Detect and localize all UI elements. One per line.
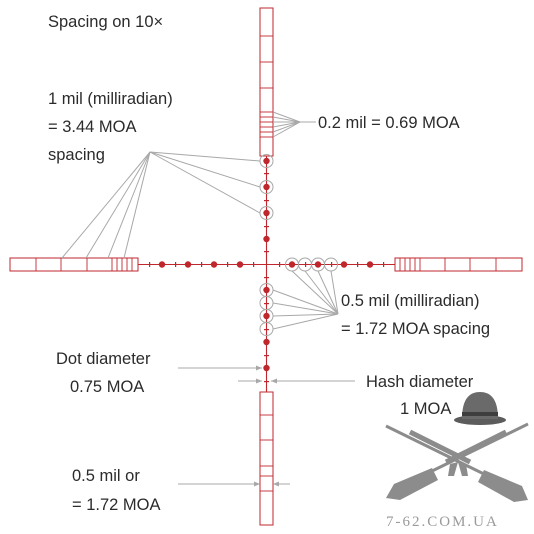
leader-lines (61, 111, 355, 485)
mil-dots-bottom (263, 277, 270, 383)
top-post-ticks (260, 35, 273, 138)
dot-diameter-line-1: Dot diameter (56, 350, 151, 368)
mil-dots-right (279, 261, 385, 268)
watermark-logo: 7-62.COM.UA (385, 392, 529, 530)
dot-diameter-label: Dot diameter 0.75 MOA (56, 350, 151, 396)
half-mil-line-1: 0.5 mil (milliradian) (341, 292, 479, 310)
hash-diameter-line-1: Hash diameter (366, 373, 474, 391)
hat-icon (454, 392, 506, 425)
post-width-line-1: 0.5 mil or (72, 467, 140, 485)
arrow-heads (254, 365, 279, 487)
crosshair-lines (138, 156, 395, 392)
mil-dots-left (149, 261, 255, 268)
mil-spacing-label: 1 mil (milliradian) = 3.44 MOA spacing (48, 90, 173, 164)
highlight-circles (259, 154, 338, 336)
watermark-text: 7-62.COM.UA (386, 514, 499, 530)
mil-dots-top (263, 157, 270, 253)
crossed-rifles-icon (385, 422, 529, 502)
post-width-label: 0.5 mil or = 1.72 MOA (72, 467, 161, 514)
hash-diameter-line-2: 1 MOA (400, 400, 451, 418)
hash-diameter-label: Hash diameter 1 MOA (366, 373, 474, 418)
bottom-post-ticks (260, 414, 273, 492)
post-width-line-2: = 1.72 MOA (72, 496, 161, 514)
right-post-ticks (399, 258, 497, 271)
mil-spacing-line-3: spacing (48, 146, 105, 164)
top-post (259, 7, 274, 157)
mil-spacing-line-1: 1 mil (milliradian) (48, 90, 173, 108)
bottom-post (259, 391, 274, 526)
left-post (9, 257, 139, 272)
dot-diameter-line-2: 0.75 MOA (70, 378, 144, 396)
magnification-label: Spacing on 10× (48, 13, 163, 31)
half-mil-label: 0.5 mil (milliradian) = 1.72 MOA spacing (341, 292, 490, 338)
half-mil-line-2: = 1.72 MOA spacing (341, 320, 490, 338)
mil-spacing-line-2: = 3.44 MOA (48, 118, 137, 136)
left-post-ticks (35, 258, 133, 271)
small-mark-label: 0.2 mil = 0.69 MOA (318, 114, 460, 132)
right-post (394, 257, 523, 272)
